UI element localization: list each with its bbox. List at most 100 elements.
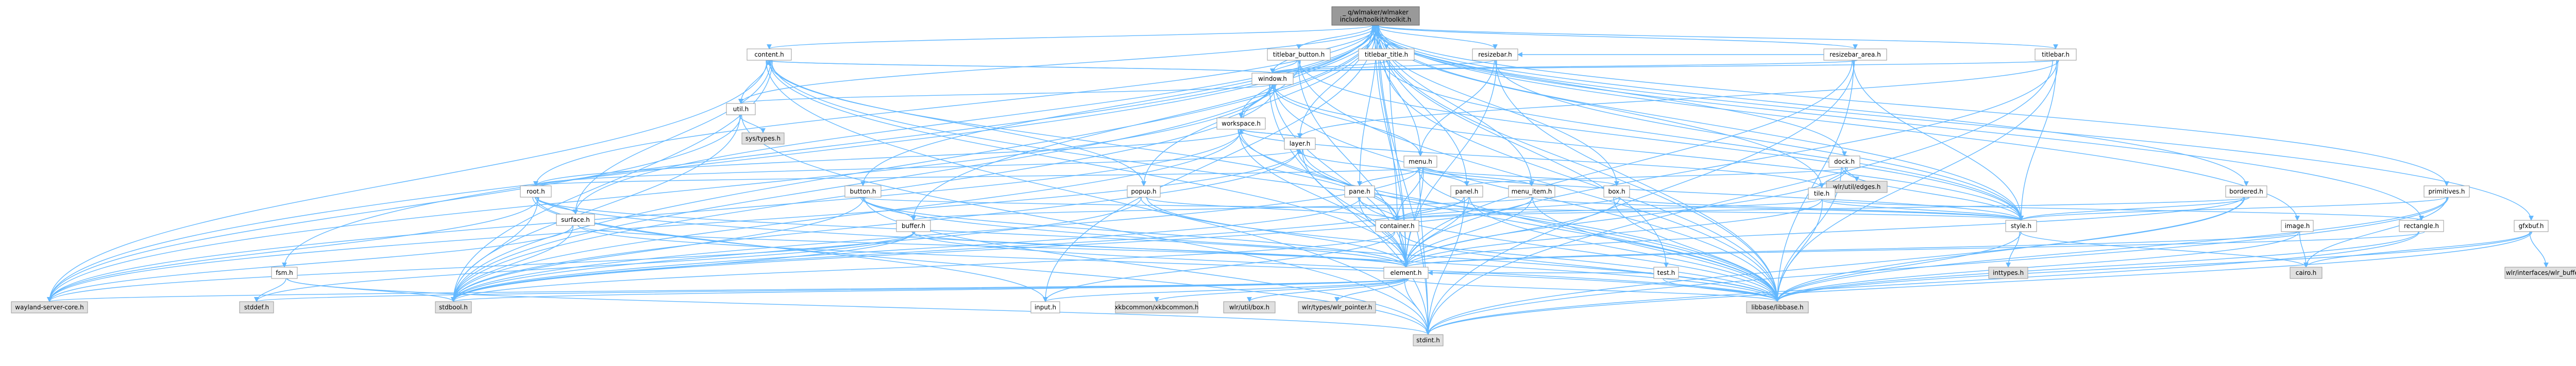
edge-dock-to-style — [1841, 167, 2024, 221]
edge-surface-to-wayland — [47, 225, 573, 302]
node-test[interactable]: test.h — [1653, 267, 1679, 279]
node-image[interactable]: image.h — [2281, 220, 2314, 232]
node-root[interactable]: _ q/wlmaker/wlmakerinclude/toolkit/toolk… — [1331, 6, 1420, 26]
edge-element-to-wlrbox — [1247, 278, 1408, 302]
node-buffer[interactable]: buffer.h — [896, 220, 931, 232]
node-container[interactable]: container.h — [1375, 220, 1419, 232]
edge-gfxbuf-to-stdint — [1426, 231, 2533, 335]
node-button[interactable]: button.h — [844, 185, 882, 198]
edge-panel-to-libbase — [1469, 197, 1780, 302]
node-surface[interactable]: surface.h — [556, 214, 595, 226]
edge-titlebar-to-layer — [1297, 60, 2059, 138]
node-content[interactable]: content.h — [747, 48, 792, 61]
edge-resizebar_area-to-element — [1403, 60, 1853, 268]
edge-style-to-libbase — [1775, 231, 2022, 302]
node-wayland: wayland-server-core.h — [11, 301, 88, 313]
edge-content-to-wayland — [47, 60, 768, 302]
node-box — [1030, 301, 1060, 313]
node-label: element.h — [1391, 269, 1422, 276]
node-workspace[interactable]: workspace.h — [1216, 117, 1266, 130]
edge-root-to-titlebar — [1376, 25, 2058, 49]
node-box — [11, 301, 88, 313]
node-titlebar-button[interactable]: titlebar_button.h — [1267, 48, 1331, 61]
node-box — [520, 185, 552, 198]
edge-root-to-bordered — [1374, 25, 2249, 186]
node-dock[interactable]: dock.h — [1828, 155, 1860, 168]
edge-root-to-primitives — [1374, 25, 2449, 186]
node-fsm[interactable]: fsm.h — [271, 267, 298, 279]
node-root-h[interactable]: root.h — [520, 185, 552, 198]
node-box — [2225, 185, 2267, 198]
edge-rectangle-to-element — [1403, 231, 2425, 268]
node-label: bordered.h — [2229, 188, 2263, 195]
node-bordered[interactable]: bordered.h — [2225, 185, 2267, 198]
edge-primitives-to-style — [2019, 197, 2447, 221]
node-label: wlr/util/box.h — [1229, 304, 1269, 311]
node-box — [2035, 48, 2077, 61]
node-wlrpointer: wlr/types/wlr_pointer.h — [1298, 301, 1376, 313]
edge-titlebar-to-style — [2019, 60, 2057, 221]
node-style[interactable]: style.h — [2005, 220, 2037, 232]
node-layer[interactable]: layer.h — [1284, 137, 1316, 150]
node-label: titlebar_title.h — [1365, 51, 1408, 58]
edge-gfxbuf-to-cairo — [2303, 231, 2531, 268]
node-resizebar[interactable]: resizebar.h — [1472, 48, 1518, 61]
node-label: cairo.h — [2296, 269, 2317, 276]
node-element[interactable]: element.h — [1383, 267, 1429, 279]
node-menu-item[interactable]: menu_item.h — [1508, 185, 1555, 198]
node-box — [556, 214, 595, 226]
node-pane[interactable]: pane.h — [1344, 185, 1375, 198]
edge-titlebar_button-to-stdbool — [451, 60, 1301, 302]
edge-style-to-cairo — [2020, 231, 2309, 268]
node-box — [1450, 185, 1483, 198]
node-wlredges: wlr/util/edges.h — [1826, 181, 1888, 193]
node-label: inttypes.h — [1993, 269, 2024, 276]
edge-root-to-fsm — [282, 25, 1375, 268]
edge-image-to-element — [1403, 231, 2299, 268]
edge-resizebar-to-window — [1270, 60, 1494, 74]
node-util[interactable]: util.h — [726, 103, 756, 115]
edge-layer-to-stdbool — [451, 149, 1299, 302]
edge-popup-to-stdbool — [451, 197, 1142, 302]
edge-box-to-container — [1395, 197, 1620, 221]
edge-titlebar-to-stdint — [1426, 60, 2053, 335]
node-box — [1403, 155, 1437, 168]
edge-root-to-stdbool — [451, 25, 1379, 302]
node-cairo: cairo.h — [2290, 267, 2323, 279]
edge-workspace-to-tile — [1239, 129, 1824, 188]
node-box — [1828, 155, 1860, 168]
node-box — [1127, 185, 1161, 198]
node-label: style.h — [2011, 222, 2031, 230]
node-window[interactable]: window.h — [1251, 73, 1294, 85]
node-label: box.h — [1608, 188, 1625, 195]
node-popup[interactable]: popup.h — [1127, 185, 1161, 198]
edge-util-to-systypes — [739, 114, 766, 133]
node-primitives[interactable]: primitives.h — [2424, 185, 2470, 198]
edge-titlebar-to-window — [1270, 60, 2056, 74]
node-gfxbuf[interactable]: gfxbuf.h — [2514, 220, 2549, 232]
node-tile[interactable]: tile.h — [1808, 187, 1836, 200]
edge-root_h-to-wayland — [47, 197, 539, 302]
node-box — [1823, 48, 1887, 61]
node-box — [1251, 73, 1294, 85]
edge-element-to-wayland — [47, 278, 1406, 302]
node-label: stdint.h — [1416, 337, 1440, 344]
node-rectangle[interactable]: rectangle.h — [2399, 220, 2444, 232]
node-menu[interactable]: menu.h — [1403, 155, 1437, 168]
node-box[interactable]: box.h — [1603, 185, 1630, 198]
edge-pane-to-element — [1358, 197, 1409, 268]
node-panel[interactable]: panel.h — [1450, 185, 1483, 198]
node-label: titlebar.h — [2042, 51, 2070, 58]
node-box — [844, 185, 882, 198]
node-box — [2504, 267, 2576, 279]
edge-image-to-cairo — [2299, 231, 2309, 268]
edge-pane-to-stdbool — [451, 197, 1361, 302]
edge-dock-to-panel — [1464, 167, 1848, 186]
edge-layer-to-wayland — [47, 149, 1300, 302]
node-titlebar-title[interactable]: titlebar_title.h — [1358, 48, 1415, 61]
edge-pane-to-libbase — [1359, 197, 1780, 302]
node-resizebar-area[interactable]: resizebar_area.h — [1823, 48, 1887, 61]
edge-window-to-util — [738, 84, 1272, 104]
node-input[interactable]: input.h — [1030, 301, 1060, 313]
node-titlebar[interactable]: titlebar.h — [2035, 48, 2077, 61]
